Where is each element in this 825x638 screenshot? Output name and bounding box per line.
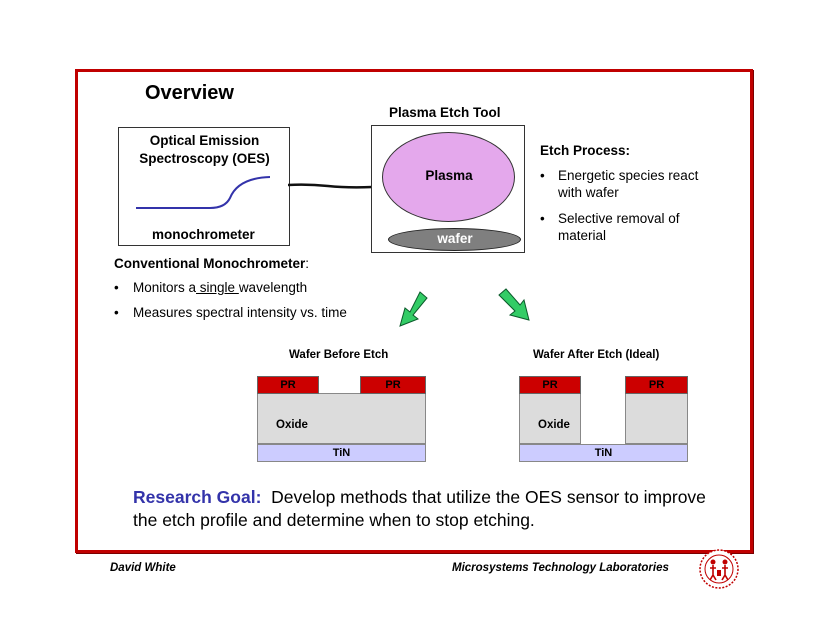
monochrometer-label: monochrometer bbox=[152, 227, 255, 242]
etch-bullet-1-line1: Energetic species react bbox=[558, 168, 699, 183]
plasma-ellipse bbox=[382, 132, 515, 222]
bullet1-post: wavelength bbox=[238, 280, 308, 295]
oes-signal-curve bbox=[136, 176, 271, 209]
oes-title-line1: Optical Emission bbox=[149, 133, 260, 148]
oes-cable bbox=[288, 183, 373, 189]
conventional-colon: : bbox=[305, 256, 310, 271]
wafer-after-tin: TiN bbox=[519, 444, 688, 462]
wafer-before-oxide bbox=[257, 393, 426, 444]
wafer-ellipse bbox=[388, 228, 521, 251]
wafer-before-pr-right: PR bbox=[360, 376, 426, 394]
bullet-marker: • bbox=[540, 168, 545, 183]
wafer-after-oxide-label: Oxide bbox=[538, 419, 570, 431]
etch-bullet-2-line2: material bbox=[558, 228, 607, 243]
research-goal-label: Research Goal bbox=[133, 487, 256, 507]
footer-org: Microsystems Technology Laboratories bbox=[452, 562, 669, 574]
bullet-marker: • bbox=[114, 280, 119, 295]
etch-bullet-1-line2: with wafer bbox=[558, 185, 619, 200]
arrow-down-right bbox=[498, 288, 530, 321]
plasma-label: Plasma bbox=[425, 168, 473, 183]
wafer-before-pr-left: PR bbox=[257, 376, 319, 394]
slide-title: Overview bbox=[145, 82, 234, 104]
bullet-marker: • bbox=[540, 211, 545, 226]
conventional-heading-row: Conventional Monochrometer: bbox=[114, 256, 309, 271]
plasma-tool-title: Plasma Etch Tool bbox=[389, 105, 501, 120]
research-goal: Research Goal: Develop methods that util… bbox=[133, 486, 733, 532]
conventional-heading: Conventional Monochrometer bbox=[114, 256, 306, 271]
research-goal-text: Develop methods that utilize the OES sen… bbox=[133, 487, 711, 530]
conventional-bullet-1: Monitors a single wavelength bbox=[133, 280, 307, 295]
wafer-before-oxide-label: Oxide bbox=[276, 419, 308, 431]
research-goal-colon: : bbox=[255, 487, 262, 507]
footer-author: David White bbox=[110, 562, 176, 574]
wafer-after-title: Wafer After Etch (Ideal) bbox=[533, 349, 660, 361]
bullet-marker: • bbox=[114, 305, 119, 320]
bullet1-pre: Monitors a bbox=[133, 280, 197, 295]
wafer-after-pr-left: PR bbox=[519, 376, 581, 394]
wafer-before-tin: TiN bbox=[257, 444, 426, 462]
slide-frame bbox=[75, 69, 753, 553]
conventional-bullet-2: Measures spectral intensity vs. time bbox=[133, 305, 347, 320]
wafer-after-oxide-right bbox=[625, 393, 688, 444]
mit-seal-logo bbox=[699, 549, 739, 589]
etch-bullet-2-line1: Selective removal of bbox=[558, 211, 680, 226]
etch-process-heading: Etch Process: bbox=[540, 143, 631, 158]
wafer-after-pr-right: PR bbox=[625, 376, 688, 394]
oes-title-line2: Spectroscopy (OES) bbox=[139, 151, 270, 166]
arrow-down-left bbox=[399, 291, 428, 327]
wafer-label: wafer bbox=[437, 231, 473, 246]
oes-box bbox=[118, 127, 290, 246]
bullet1-underlined: single bbox=[196, 280, 239, 295]
wafer-before-title: Wafer Before Etch bbox=[289, 349, 389, 361]
